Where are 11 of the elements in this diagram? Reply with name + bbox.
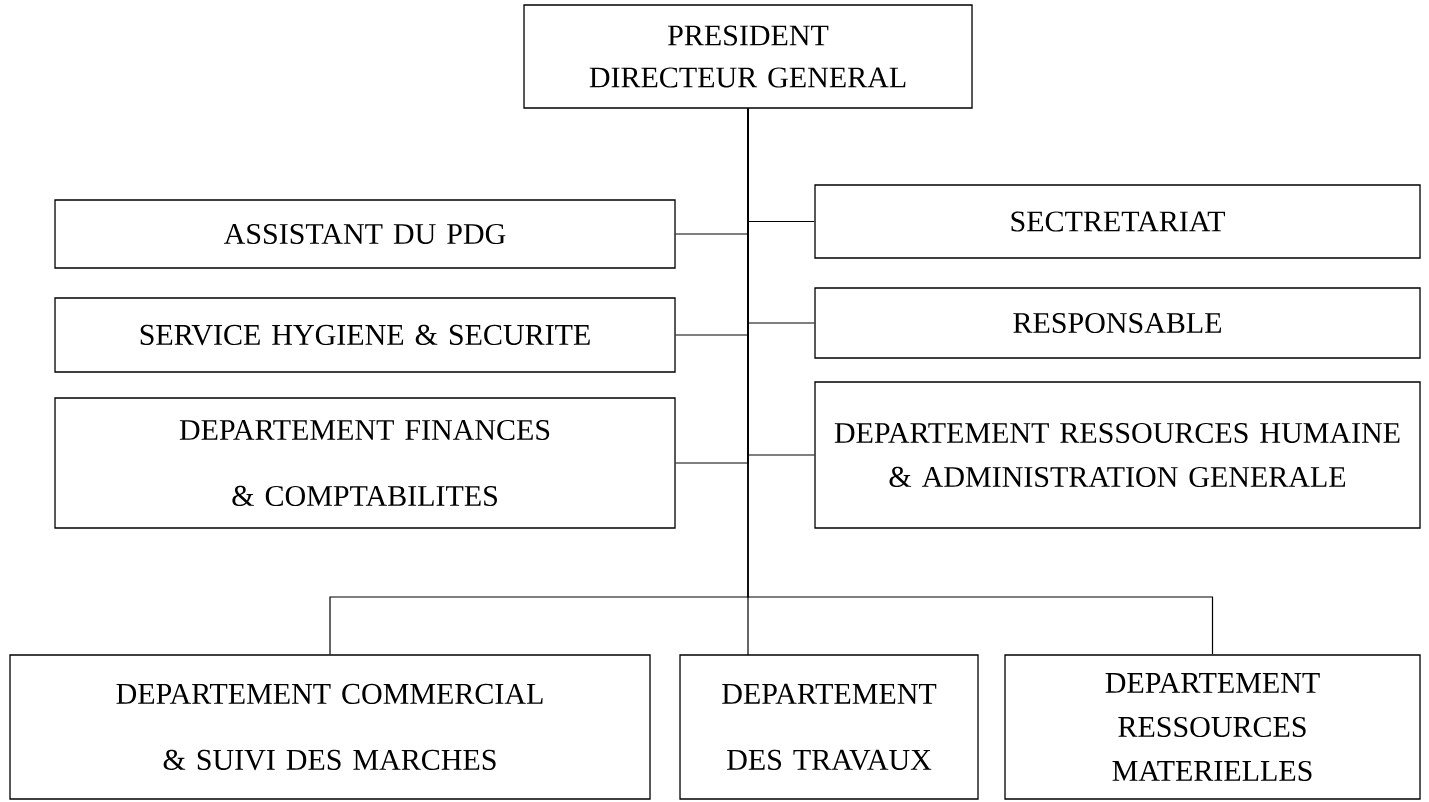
org-box: RESPONSABLE [814, 287, 1421, 359]
org-box: PRESIDENT DIRECTEUR GENERAL [523, 4, 973, 109]
connector-line [747, 108, 1214, 655]
org-box: DEPARTEMENT RESSOURCES HUMAINE & ADMINISTRATION GENERALE [814, 381, 1421, 529]
org-box: DEPARTEMENT DES TRAVAUX [679, 654, 979, 800]
org-box: ASSISTANT DU PDG [54, 199, 676, 269]
org-box: DEPARTEMENT RESSOURCES MATERIELLES [1004, 654, 1421, 800]
org-box: SERVICE HYGIENE & SECURITE [54, 297, 676, 373]
org-box: SECTRETARIAT [814, 184, 1421, 259]
org-box: DEPARTEMENT COMMERCIAL & SUIVI DES MARCHES [9, 654, 651, 800]
org-box: DEPARTEMENT FINANCES & COMPTABILITES [54, 397, 676, 529]
